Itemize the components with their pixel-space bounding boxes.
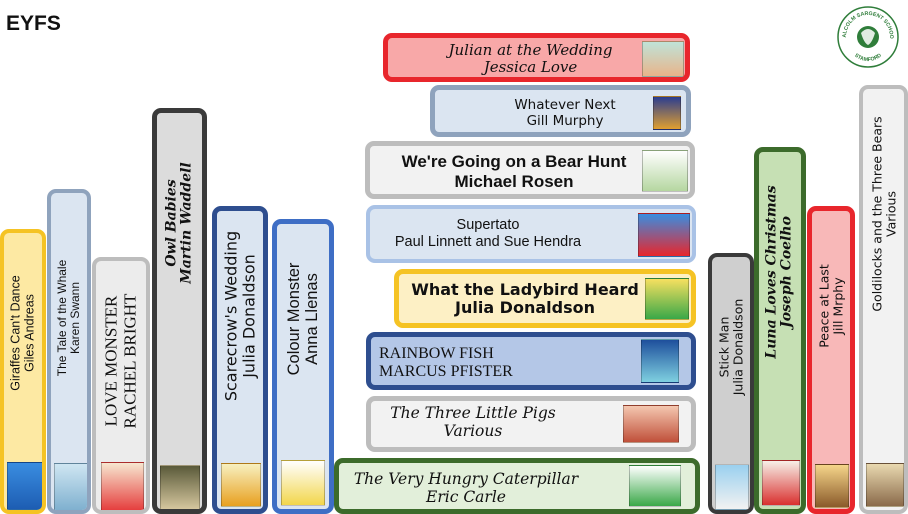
page-title: EYFS	[6, 12, 61, 35]
book-tale-of-the-whale[interactable]: The Tale of the Whale Karen Swann	[47, 189, 91, 514]
book-title: The Very Hungry Caterpillar	[353, 470, 579, 488]
book-stick-man[interactable]: Stick Man Julia Donaldson	[708, 253, 754, 514]
book-title: We're Going on a Bear Hunt	[401, 152, 627, 171]
book-cover-image	[7, 462, 42, 510]
book-author: Various	[443, 421, 503, 440]
book-author: Joseph Coelho	[779, 216, 795, 328]
book-cover-image	[221, 463, 261, 507]
book-title: Owl Babies	[163, 179, 180, 267]
book-scarecrows-wedding[interactable]: Scarecrow's Wedding Julia Donaldson	[212, 206, 268, 514]
book-cover-image	[160, 465, 200, 509]
book-luna-loves-christmas[interactable]: Luna Loves Christmas Joseph Coelho	[754, 147, 806, 514]
book-title: The Three Little Pigs	[390, 404, 556, 422]
book-what-the-ladybird-heard[interactable]: What the Ladybird Heard Julia Donaldson	[394, 269, 696, 328]
book-title: Whatever Next	[514, 97, 616, 113]
book-cover-image	[623, 405, 679, 443]
book-author: Jill Mrphy	[830, 277, 845, 335]
book-author: Giles Andreas	[22, 294, 36, 372]
book-title: Scarecrow's Wedding	[221, 230, 241, 402]
book-author: Eric Carle	[426, 487, 506, 506]
book-cover-image	[815, 464, 849, 508]
book-author: RACHEL BRIGHT	[120, 293, 139, 429]
book-cover-image	[715, 464, 749, 510]
book-author: Julia Donaldson	[730, 298, 745, 396]
book-owl-babies[interactable]: Owl Babies Martin Waddell	[152, 108, 207, 514]
book-title: What the Ladybird Heard	[411, 280, 639, 299]
book-supertato[interactable]: Supertato Paul Linnett and Sue Hendra	[366, 205, 696, 263]
book-author: Michael Rosen	[454, 171, 574, 191]
book-title: Stick Man	[716, 316, 732, 378]
book-title: Luna Loves Christmas	[763, 185, 780, 359]
book-title: Giraffes Can't Dance	[8, 275, 23, 391]
book-peace-at-last[interactable]: Peace at Last Jill Mrphy	[807, 206, 855, 514]
book-cover-image	[642, 150, 688, 192]
book-author: Martin Waddell	[178, 162, 195, 284]
book-love-monster[interactable]: LOVE MONSTER RACHEL BRIGHT	[92, 257, 150, 514]
book-author: Jessica Love	[483, 58, 578, 77]
book-author: Julia Donaldson	[239, 254, 258, 378]
book-goldilocks[interactable]: Goldilocks and the Three Bears Various	[859, 85, 908, 514]
book-whatever-next[interactable]: Whatever Next Gill Murphy	[430, 85, 691, 137]
book-title: Julian at the Wedding	[448, 41, 613, 59]
book-title: Goldilocks and the Three Bears	[868, 116, 884, 312]
book-author: Various	[882, 191, 898, 237]
book-very-hungry-caterpillar[interactable]: The Very Hungry Caterpillar Eric Carle	[334, 458, 700, 514]
book-cover-image	[866, 463, 904, 507]
book-author: Karen Swann	[68, 281, 82, 355]
book-title: Supertato	[456, 217, 520, 233]
book-author: Paul Linnett and Sue Hendra	[394, 233, 582, 250]
book-rainbow-fish[interactable]: RAINBOW FISH MARCUS PFISTER	[366, 332, 696, 390]
book-cover-image	[642, 41, 684, 77]
book-three-little-pigs[interactable]: The Three Little Pigs Various	[366, 396, 696, 452]
svg-text:STAMFORD: STAMFORD	[853, 52, 883, 63]
book-title: Colour Monster	[284, 262, 303, 376]
book-author: Gill Murphy	[526, 112, 604, 129]
book-author: MARCUS PFISTER	[379, 363, 513, 381]
book-author: Anna Llenas	[303, 273, 321, 365]
school-logo: MALCOLM SARGENT SCHOOL STAMFORD	[836, 5, 899, 68]
book-giraffes-cant-dance[interactable]: Giraffes Can't Dance Giles Andreas	[0, 229, 46, 514]
book-julian-at-the-wedding[interactable]: Julian at the Wedding Jessica Love	[383, 33, 690, 82]
book-title: LOVE MONSTER	[101, 295, 121, 427]
book-cover-image	[629, 465, 681, 507]
book-cover-image	[101, 462, 144, 510]
book-colour-monster[interactable]: Colour Monster Anna Llenas	[272, 219, 334, 514]
book-title: Peace at Last	[816, 264, 832, 348]
book-cover-image	[645, 278, 689, 320]
book-cover-image	[54, 463, 87, 510]
book-cover-image	[281, 460, 325, 506]
book-bear-hunt[interactable]: We're Going on a Bear Hunt Michael Rosen	[365, 141, 695, 199]
book-cover-image	[638, 213, 690, 257]
book-title: RAINBOW FISH	[379, 345, 494, 362]
logo-bottom-text: STAMFORD	[853, 52, 883, 63]
book-cover-image	[762, 460, 800, 506]
book-author: Julia Donaldson	[455, 298, 595, 318]
book-cover-image	[641, 339, 679, 383]
book-cover-image	[653, 96, 681, 130]
